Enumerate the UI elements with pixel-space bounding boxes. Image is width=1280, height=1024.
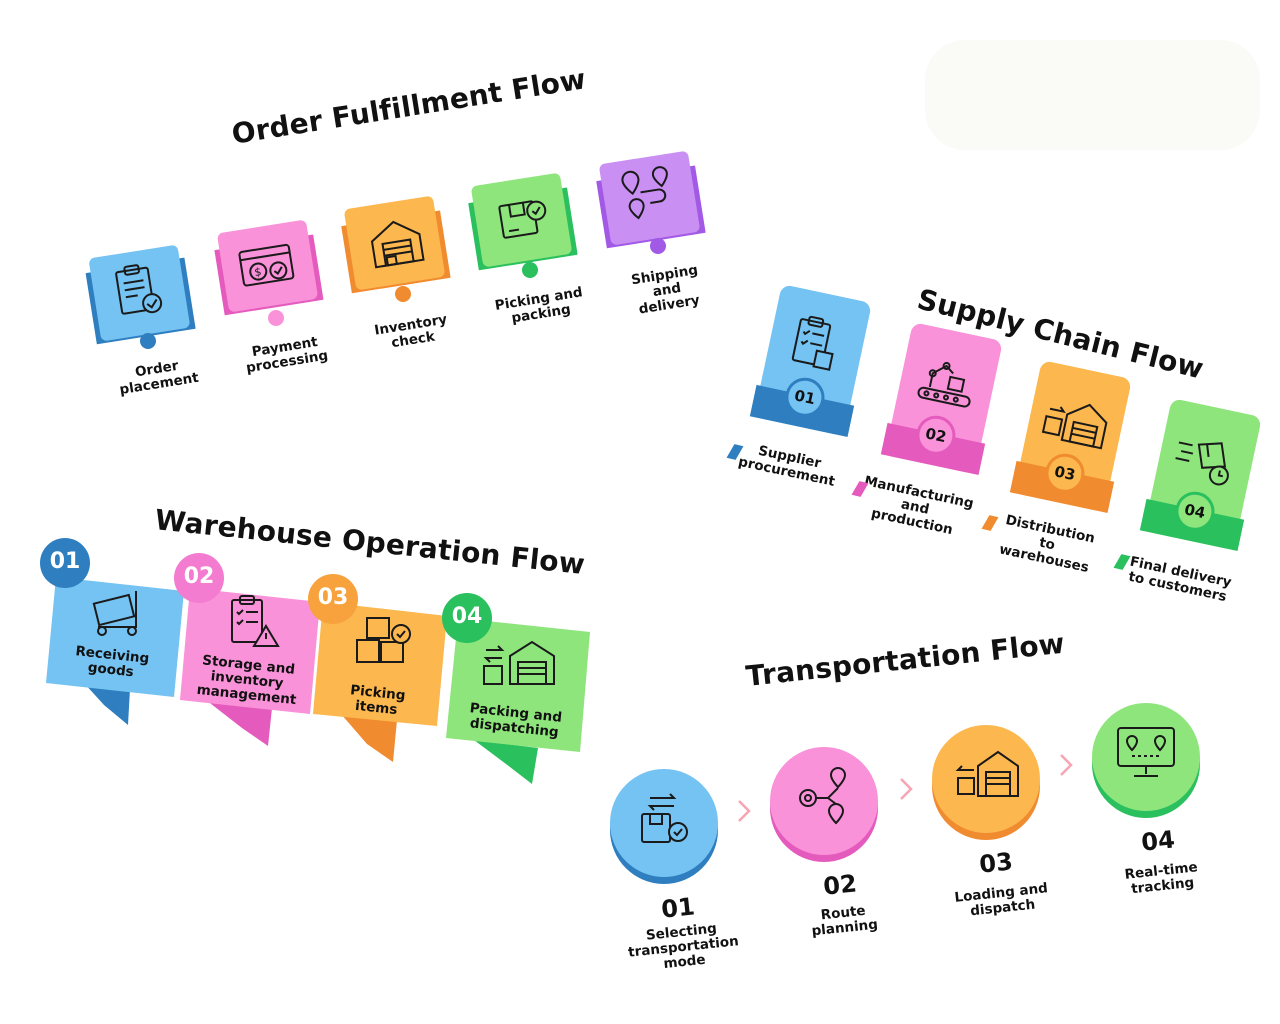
- transport-step-2-number: 02: [821, 869, 859, 901]
- clipboard-check-icon: [111, 260, 167, 323]
- warehouse-step-4-card[interactable]: [446, 612, 592, 791]
- supply-step-4-card[interactable]: 04: [1138, 397, 1266, 559]
- svg-text:$: $: [253, 265, 262, 279]
- order-step-3-card[interactable]: [338, 191, 454, 301]
- warehouse-step-2-card[interactable]: [180, 580, 326, 754]
- dolly-icon: [88, 587, 148, 639]
- order-step-2-label: Payment processing: [244, 334, 330, 377]
- order-step-3-label: Inventory check: [373, 311, 449, 352]
- order-step-1-label: Order placement: [118, 357, 200, 399]
- order-step-4-card[interactable]: [465, 168, 581, 278]
- box-warehouse-icon: [480, 636, 556, 690]
- warehouse-step-2-badge: [174, 553, 224, 603]
- transport-step-3-number: 03: [977, 847, 1015, 879]
- supply-step-2-label: Manufacturing and production: [862, 473, 976, 539]
- supply-step-3-card[interactable]: 03: [1008, 359, 1136, 521]
- warehouse-step-1-card[interactable]: [44, 565, 190, 734]
- transportation-title: Transportation Flow: [744, 626, 1067, 693]
- order-step-5-dot: [650, 238, 666, 254]
- order-step-5-label: Shipping and delivery: [630, 262, 701, 318]
- order-step-2-card[interactable]: $: [211, 215, 326, 323]
- order-fulfillment-title: Order Fulfillment Flow: [229, 62, 589, 151]
- order-step-1-card[interactable]: [82, 238, 199, 356]
- robot-arm-conveyor-icon: [912, 353, 982, 416]
- package-check-icon: [490, 189, 555, 247]
- clipboard-warning-icon: [228, 594, 282, 652]
- order-step-1-dot: [140, 333, 156, 349]
- monitor-map-icon: [1114, 722, 1178, 782]
- warehouse-step-1-badge: [40, 538, 90, 588]
- map-route-icon: [619, 161, 681, 227]
- transport-step-2-circle[interactable]: [768, 746, 880, 868]
- chevron-right-icon: [898, 776, 914, 806]
- chevron-right-icon: [736, 798, 752, 828]
- warehouse-step-1-number: 01: [49, 549, 81, 574]
- supply-step-1-label: Supplier procurement: [736, 442, 837, 490]
- credit-card-dollar-icon: $: [234, 238, 300, 293]
- package-arrows-icon: [636, 790, 694, 850]
- fast-delivery-box-icon: [1169, 428, 1242, 492]
- warehouse-step-4-badge: [442, 593, 492, 643]
- warehouse-step-2-number: 02: [183, 564, 215, 589]
- order-step-4-dot: [522, 262, 538, 278]
- faded-logo-watermark: [925, 40, 1260, 150]
- supply-step-2-card[interactable]: 02: [879, 321, 1007, 483]
- warehouse-step-4-number: 04: [451, 604, 483, 629]
- route-gear-icon: [792, 764, 856, 828]
- transport-step-2-label: Route planning: [810, 902, 879, 940]
- warehouse-transfer-icon: [1039, 390, 1112, 452]
- transport-step-3-circle[interactable]: [930, 724, 1042, 846]
- boxes-check-icon: [353, 612, 417, 672]
- warehouse-step-3-badge: [308, 574, 358, 624]
- transport-step-3-label: Loading and dispatch: [953, 880, 1049, 920]
- order-step-3-dot: [395, 286, 411, 302]
- clipboard-box-icon: [787, 312, 846, 377]
- order-step-5-card[interactable]: [593, 146, 709, 256]
- supply-step-3-label: Distribution to warehouses: [997, 512, 1097, 576]
- transport-step-1-label: Selecting transportation mode: [627, 920, 740, 973]
- warehouse-step-3-card[interactable]: [313, 596, 453, 770]
- warehouse-loading-icon: [952, 746, 1022, 802]
- warehouse-icon: [365, 212, 428, 272]
- chevron-right-icon: [1058, 752, 1074, 782]
- order-step-2-dot: [268, 310, 284, 326]
- order-step-4-label: Picking and packing: [493, 284, 584, 327]
- transport-step-1-circle[interactable]: [608, 768, 720, 890]
- supply-step-1-card[interactable]: 01: [748, 283, 876, 445]
- transport-step-4-number: 04: [1139, 825, 1177, 857]
- transport-step-4-circle[interactable]: [1090, 702, 1202, 824]
- warehouse-step-3-number: 03: [317, 585, 349, 610]
- supply-step-4-label: Final delivery to customers: [1127, 553, 1233, 606]
- transport-step-4-label: Real-time tracking: [1123, 859, 1199, 898]
